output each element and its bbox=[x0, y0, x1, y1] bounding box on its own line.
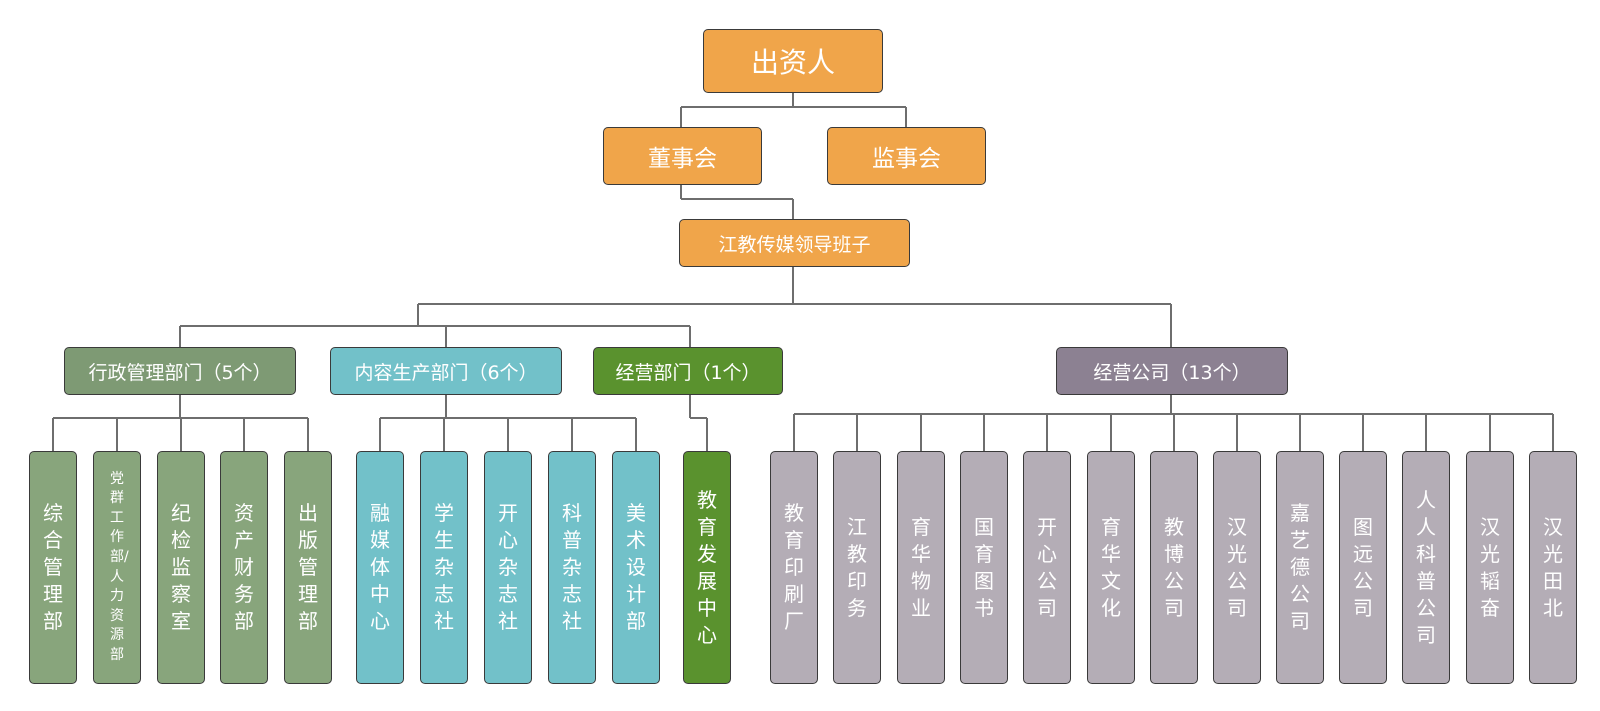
node-board-directors[interactable]: 董事会 bbox=[603, 127, 762, 185]
node-board-supervisors-label: 监事会 bbox=[872, 146, 941, 172]
content-unit[interactable]: 美术设计部 bbox=[612, 451, 660, 684]
content-unit[interactable]: 开心杂志社 bbox=[484, 451, 532, 684]
node-investor[interactable]: 出资人 bbox=[703, 29, 883, 93]
company-unit[interactable]: 汉光田北 bbox=[1529, 451, 1577, 684]
ops-unit[interactable]: 教育发展中心 bbox=[683, 451, 731, 684]
company-unit-label: 育华物业 bbox=[911, 514, 931, 620]
node-admin-division-label: 行政管理部门（5个） bbox=[88, 361, 272, 384]
company-unit-label: 图远公司 bbox=[1353, 514, 1373, 620]
node-leadership[interactable]: 江教传媒领导班子 bbox=[679, 219, 910, 267]
company-unit[interactable]: 汉光韬奋 bbox=[1466, 451, 1514, 684]
content-unit[interactable]: 科普杂志社 bbox=[548, 451, 596, 684]
company-unit-label: 人人科普公司 bbox=[1416, 487, 1436, 647]
company-unit[interactable]: 教育印刷厂 bbox=[770, 451, 818, 684]
company-unit-label: 江教印务 bbox=[847, 514, 867, 620]
node-companies-division-label: 经营公司（13个） bbox=[1093, 361, 1251, 384]
node-investor-label: 出资人 bbox=[750, 46, 835, 79]
company-unit-label: 汉光公司 bbox=[1227, 514, 1247, 620]
company-unit[interactable]: 汉光公司 bbox=[1213, 451, 1261, 684]
node-companies-division[interactable]: 经营公司（13个） bbox=[1056, 347, 1288, 395]
node-admin-division[interactable]: 行政管理部门（5个） bbox=[64, 347, 296, 395]
content-unit[interactable]: 学生杂志社 bbox=[420, 451, 468, 684]
admin-unit[interactable]: 资产财务部 bbox=[220, 451, 268, 684]
admin-unit[interactable]: 纪检监察室 bbox=[157, 451, 205, 684]
company-unit[interactable]: 育华物业 bbox=[897, 451, 945, 684]
company-unit[interactable]: 嘉艺德公司 bbox=[1276, 451, 1324, 684]
content-unit-label: 美术设计部 bbox=[626, 501, 646, 633]
admin-unit[interactable]: 党群工作部/人力资源部 bbox=[93, 451, 141, 684]
company-unit[interactable]: 图远公司 bbox=[1339, 451, 1387, 684]
node-board-directors-label: 董事会 bbox=[648, 146, 717, 172]
content-unit[interactable]: 融媒体中心 bbox=[356, 451, 404, 684]
ops-unit-label: 教育发展中心 bbox=[697, 487, 717, 647]
content-unit-label: 开心杂志社 bbox=[498, 501, 518, 633]
company-unit-label: 国育图书 bbox=[974, 514, 994, 620]
company-unit-label: 汉光韬奋 bbox=[1480, 514, 1500, 620]
company-unit[interactable]: 开心公司 bbox=[1023, 451, 1071, 684]
node-leadership-label: 江教传媒领导班子 bbox=[718, 233, 871, 256]
admin-unit-label: 出版管理部 bbox=[298, 501, 318, 633]
admin-unit-label: 资产财务部 bbox=[234, 501, 254, 633]
node-board-supervisors[interactable]: 监事会 bbox=[827, 127, 986, 185]
company-unit[interactable]: 教博公司 bbox=[1150, 451, 1198, 684]
company-unit[interactable]: 江教印务 bbox=[833, 451, 881, 684]
admin-unit[interactable]: 出版管理部 bbox=[284, 451, 332, 684]
company-unit-label: 教博公司 bbox=[1164, 514, 1184, 620]
content-unit-label: 学生杂志社 bbox=[434, 501, 454, 633]
company-unit-label: 汉光田北 bbox=[1543, 514, 1563, 620]
node-ops-division[interactable]: 经营部门（1个） bbox=[593, 347, 783, 395]
company-unit-label: 嘉艺德公司 bbox=[1290, 501, 1310, 633]
node-ops-division-label: 经营部门（1个） bbox=[615, 361, 761, 384]
company-unit[interactable]: 育华文化 bbox=[1087, 451, 1135, 684]
admin-unit-label: 综合管理部 bbox=[43, 501, 63, 633]
company-unit[interactable]: 人人科普公司 bbox=[1402, 451, 1450, 684]
content-unit-label: 科普杂志社 bbox=[562, 501, 582, 633]
company-unit-label: 育华文化 bbox=[1101, 514, 1121, 620]
company-unit-label: 教育印刷厂 bbox=[784, 501, 804, 633]
node-content-division-label: 内容生产部门（6个） bbox=[354, 361, 538, 384]
admin-unit-label: 纪检监察室 bbox=[171, 501, 191, 633]
node-content-division[interactable]: 内容生产部门（6个） bbox=[330, 347, 562, 395]
admin-unit-label: 党群工作部/人力资源部 bbox=[110, 470, 129, 663]
admin-unit[interactable]: 综合管理部 bbox=[29, 451, 77, 684]
company-unit-label: 开心公司 bbox=[1037, 514, 1057, 620]
content-unit-label: 融媒体中心 bbox=[370, 501, 390, 633]
company-unit[interactable]: 国育图书 bbox=[960, 451, 1008, 684]
